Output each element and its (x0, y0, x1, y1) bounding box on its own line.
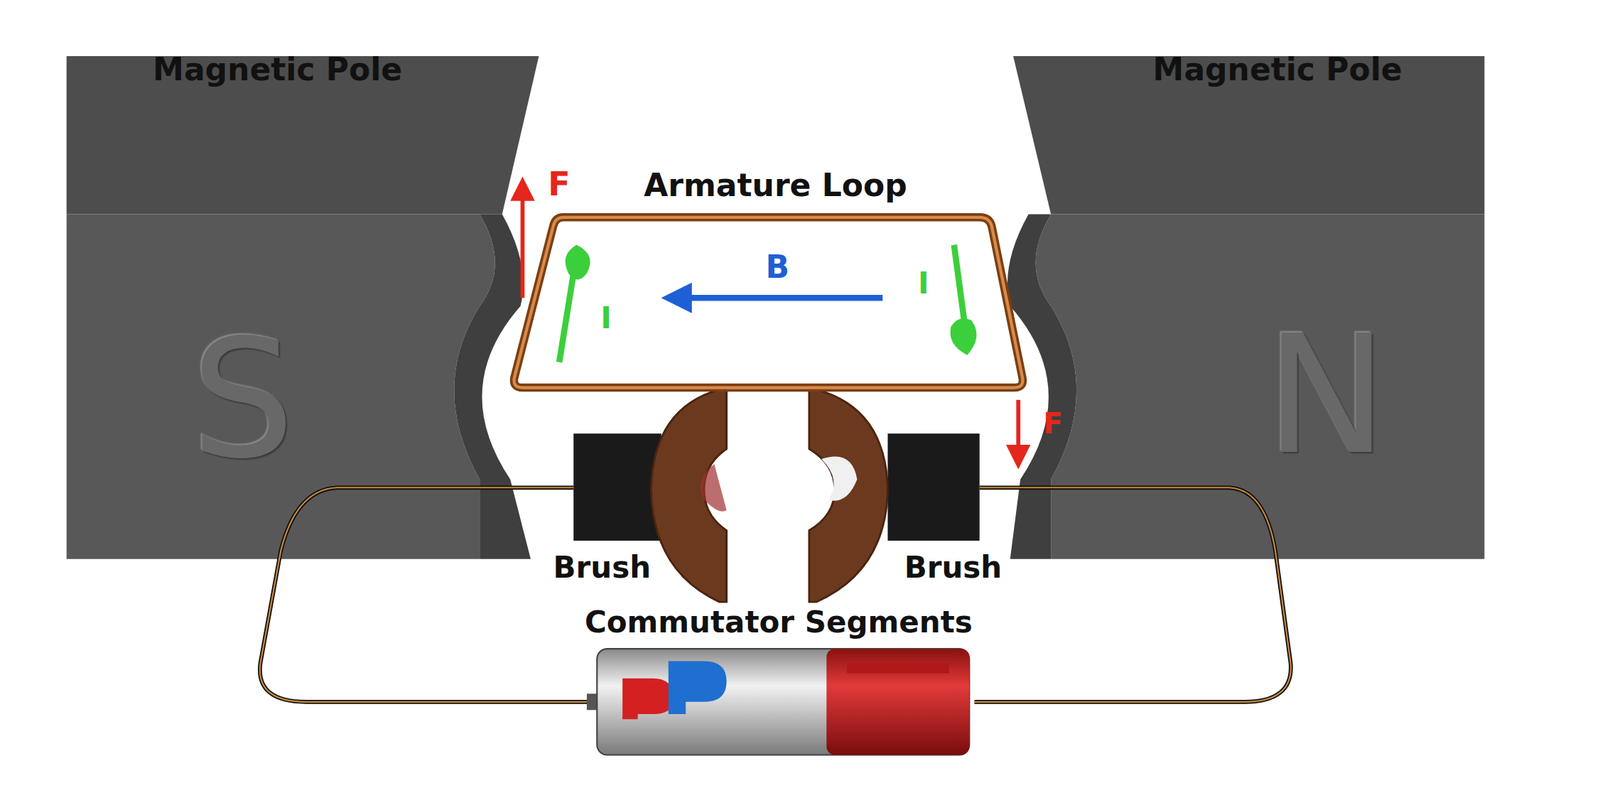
brush (887, 433, 980, 541)
battery (586, 648, 970, 755)
wire-core (260, 487, 590, 702)
current-label: I (600, 301, 612, 335)
armature-loop-highlight (514, 217, 1024, 388)
pole-label: Magnetic Pole (1153, 51, 1403, 86)
wire-core (974, 487, 1291, 702)
force-arrow (1015, 400, 1021, 457)
right-magnet (1007, 56, 1485, 560)
part-label: Commutator Segments (584, 606, 973, 639)
commutator-segment (809, 389, 889, 602)
part-label: Armature Loop (643, 168, 908, 203)
armature-loop (514, 217, 1024, 388)
wire (260, 487, 590, 702)
force-arrow (520, 188, 526, 299)
part-label: Brush (904, 550, 1003, 584)
force-label: F (1043, 407, 1063, 440)
pole-label: Magnetic Pole (152, 51, 403, 86)
current-label: I (917, 267, 930, 300)
left-magnet (66, 56, 540, 560)
commutator-segment (650, 389, 727, 602)
part-label: Brush (553, 550, 652, 584)
pole-letter: N (1265, 306, 1388, 486)
wire (974, 487, 1291, 702)
field-label: B (765, 250, 791, 285)
brush (573, 433, 661, 541)
field-arrow (673, 294, 883, 302)
current-arrow (954, 245, 966, 329)
force-label: F (547, 165, 570, 202)
pole-letter: S (191, 309, 295, 490)
current-arrow (559, 267, 575, 363)
